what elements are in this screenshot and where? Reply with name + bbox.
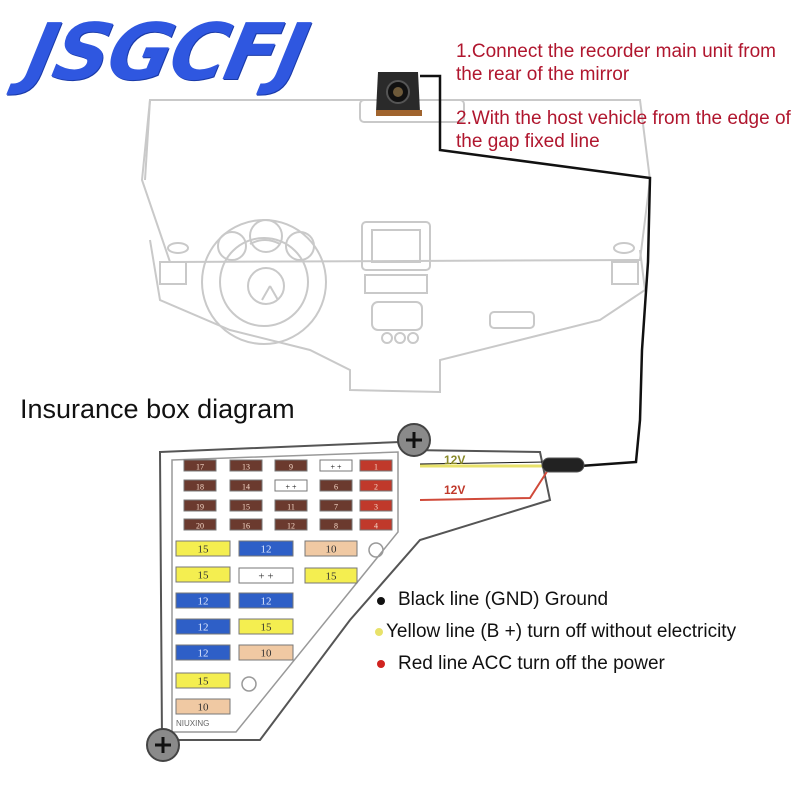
- fuse-label: 17: [196, 463, 204, 472]
- camera-power-cable: [420, 74, 652, 468]
- fuse-label: 10: [261, 648, 273, 660]
- yellow-line-dot: [375, 628, 383, 636]
- small-fuse: [359, 499, 393, 512]
- small-fuse: [183, 518, 217, 531]
- fuse-label: 13: [242, 463, 250, 472]
- fuse-label: 10: [198, 702, 210, 714]
- fuse-label: 1: [374, 463, 378, 472]
- small-fuse: [183, 459, 217, 472]
- legend-red-line: Red line ACC turn off the power: [398, 653, 665, 674]
- fuse-label: 2: [374, 483, 378, 492]
- small-fuse: [229, 459, 263, 472]
- large-fuse-grid: 15 15 12 12 12 15 10 12 + + 12 15 10 10 15: [175, 540, 358, 715]
- small-fuse: [319, 499, 353, 512]
- right-vent: [611, 261, 639, 285]
- large-fuse: [175, 566, 231, 583]
- fuse-label: 19: [196, 503, 204, 512]
- steering-hub: [247, 267, 285, 305]
- large-fuse: [304, 567, 358, 584]
- instruction-step-2: 2.With the host vehicle from the edge of…: [456, 108, 791, 152]
- fuse-label: 16: [242, 522, 250, 531]
- small-fuse: [274, 518, 308, 531]
- fuse-label: 20: [196, 522, 204, 531]
- large-fuse: [175, 540, 231, 557]
- fuse-label: 15: [198, 544, 210, 556]
- yellow-wire-label: 12V: [444, 453, 465, 467]
- small-fuse: [359, 479, 393, 492]
- terminal-bolt-bottom: [146, 728, 180, 762]
- small-fuse: [183, 479, 217, 492]
- fuse-label: 3: [374, 503, 378, 512]
- fuse-label: 12: [198, 648, 209, 660]
- small-fuse: [274, 499, 308, 512]
- legend-black-line: Black line (GND) Ground: [398, 589, 609, 610]
- fuse-label: 9: [289, 463, 293, 472]
- large-fuse: [238, 567, 294, 584]
- red-wire-label: 12V: [444, 483, 465, 497]
- large-fuse: [175, 618, 231, 635]
- fuse-label: 18: [196, 483, 204, 492]
- fuse-label: 8: [334, 522, 338, 531]
- small-fuse: [274, 459, 308, 472]
- fuse-label: 15: [242, 503, 250, 512]
- small-fuse: [359, 459, 393, 472]
- fuse-label: 12: [198, 622, 209, 634]
- fuse-label: 12: [287, 522, 295, 531]
- fuse-label: 7: [334, 503, 338, 512]
- small-fuse-grid: 17 13 9 + + 1 18 14 + + 6 2 19 15 11 7 3 20 16 12 8 4: [183, 459, 393, 531]
- fuse-label: 15: [261, 622, 273, 634]
- brand-logo: JSGCFJ: [18, 8, 315, 98]
- fuse-label: 12: [198, 596, 209, 608]
- infotainment-screen: [361, 221, 431, 271]
- small-fuse: [274, 479, 308, 492]
- fuse-label: + +: [258, 571, 273, 583]
- fuse-label: 10: [326, 544, 338, 556]
- small-fuse: [229, 499, 263, 512]
- small-fuse: [359, 518, 393, 531]
- fuse-label: 15: [326, 571, 338, 583]
- fuse-label: 6: [334, 483, 338, 492]
- fuse-label: 11: [287, 503, 295, 512]
- terminal-bolt-top: [397, 423, 431, 457]
- fuse-box-brand: NIUXING: [176, 719, 209, 728]
- legend-yellow-line: Yellow line (B +) turn off without elect…: [386, 621, 737, 642]
- fuse-box-screw-hole: [368, 542, 384, 558]
- fuse-label: + +: [330, 463, 342, 472]
- fuse-tap-connector: [541, 457, 585, 473]
- large-fuse: [304, 540, 358, 557]
- large-fuse: [238, 540, 294, 557]
- small-fuse: [319, 479, 353, 492]
- fuse-box-heading: Insurance box diagram: [20, 394, 295, 424]
- fuse-label: 14: [242, 483, 250, 492]
- fuse-label: 4: [374, 522, 378, 531]
- red-line-dot: [377, 660, 385, 668]
- windshield-outline: [140, 99, 652, 264]
- fuse-label: 12: [261, 596, 272, 608]
- instruction-step-1: 1.Connect the recorder main unit from th…: [456, 41, 776, 85]
- large-fuse: [175, 592, 231, 609]
- fuse-label: 12: [261, 544, 272, 556]
- fuse-label: 15: [198, 570, 210, 582]
- left-vent: [159, 261, 187, 285]
- small-fuse: [319, 459, 353, 472]
- fuse-label: + +: [285, 483, 297, 492]
- dash-camera: [376, 72, 422, 116]
- small-fuse: [319, 518, 353, 531]
- small-fuse: [229, 518, 263, 531]
- fuse-label: 15: [198, 676, 210, 688]
- black-line-dot: [377, 597, 385, 605]
- large-fuse: [238, 592, 294, 609]
- red-wire: [419, 469, 549, 501]
- small-fuse: [229, 479, 263, 492]
- large-fuse: [175, 698, 231, 715]
- small-fuse: [183, 499, 217, 512]
- large-fuse: [238, 644, 294, 661]
- large-fuse: [238, 618, 294, 635]
- large-fuse: [175, 672, 231, 689]
- large-fuse: [175, 644, 231, 661]
